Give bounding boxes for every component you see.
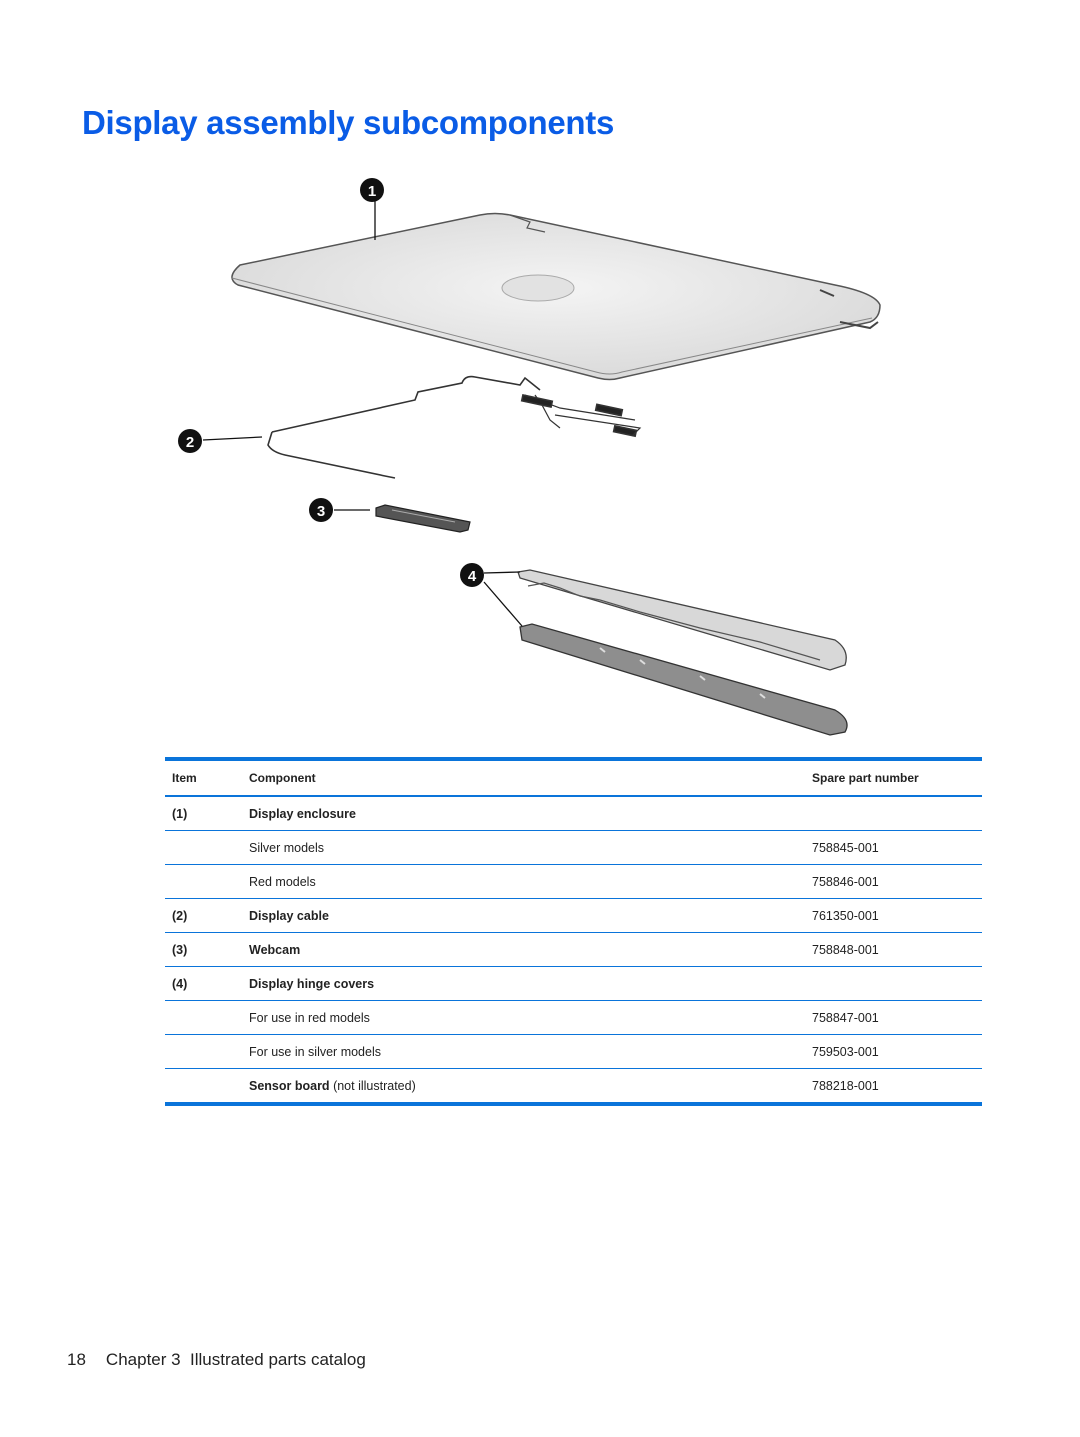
table-row: Red models 758846-001 — [165, 864, 982, 899]
cell-component: For use in red models — [249, 1000, 812, 1035]
cell-spare-part-number: 761350-001 — [812, 898, 982, 933]
cell-item — [165, 864, 249, 899]
table-row: (3)Webcam 758848-001 — [165, 932, 982, 967]
hinge-covers-drawing — [517, 569, 848, 736]
cell-item — [165, 1069, 249, 1105]
header-spare-part-number: Spare part number — [812, 759, 982, 797]
component-name: Display enclosure — [249, 806, 356, 821]
chapter-title: Chapter 3 Illustrated parts catalog — [105, 1350, 366, 1369]
exploded-view-illustration: 1 2 3 4 — [178, 178, 881, 736]
spare-parts-table: Item Component Spare part number (1)Disp… — [165, 757, 982, 1106]
table-row: For use in silver models 759503-001 — [165, 1034, 982, 1069]
cell-spare-part-number: 759503-001 — [812, 1034, 982, 1069]
cell-spare-part-number — [812, 796, 982, 831]
cell-component: Display hinge covers — [249, 966, 812, 1001]
cell-spare-part-number: 758848-001 — [812, 932, 982, 967]
cell-component: Display cable — [249, 898, 812, 933]
table-row: Sensor board (not illustrated)788218-001 — [165, 1069, 982, 1105]
component-name: Red models — [249, 874, 316, 889]
table-row: (1)Display enclosure — [165, 796, 982, 831]
header-item: Item — [165, 759, 249, 797]
cell-component: Display enclosure — [249, 796, 812, 831]
cell-component: Webcam — [249, 932, 812, 967]
page-footer: 18 Chapter 3 Illustrated parts catalog — [67, 1350, 366, 1370]
cell-component: Red models — [249, 864, 812, 899]
component-name: For use in red models — [249, 1010, 370, 1025]
cell-component: For use in silver models — [249, 1034, 812, 1069]
display-cable-drawing — [267, 375, 642, 479]
page-title: Display assembly subcomponents — [82, 104, 615, 141]
cell-item: (4) — [165, 966, 249, 1001]
component-name: Sensor board — [249, 1078, 330, 1093]
svg-text:3: 3 — [317, 503, 325, 520]
cell-spare-part-number: 758846-001 — [812, 864, 982, 899]
header-component: Component — [249, 759, 812, 797]
cell-item: (1) — [165, 796, 249, 831]
callout-1: 1 — [360, 178, 384, 240]
table-row: For use in red models 758847-001 — [165, 1000, 982, 1035]
page-number: 18 — [67, 1350, 86, 1369]
cell-spare-part-number: 788218-001 — [812, 1078, 879, 1093]
table-row: (2)Display cable 761350-001 — [165, 898, 982, 933]
component-name: For use in silver models — [249, 1044, 381, 1059]
cell-item: (2) — [165, 898, 249, 933]
component-note: (not illustrated) — [333, 1078, 416, 1093]
table-row: (4)Display hinge covers — [165, 966, 982, 1001]
cell-spare-part-number: 758847-001 — [812, 1000, 982, 1035]
component-name: Display cable — [249, 908, 329, 923]
callout-4: 4 — [460, 563, 523, 627]
svg-text:4: 4 — [468, 568, 477, 585]
table-row: Silver models 758845-001 — [165, 830, 982, 865]
cell-component: Silver models — [249, 830, 812, 865]
cell-item: (3) — [165, 932, 249, 967]
cell-item — [165, 830, 249, 865]
cell-spare-part-number — [812, 966, 982, 1001]
component-name: Display hinge covers — [249, 976, 375, 991]
component-name: Silver models — [249, 840, 325, 855]
cell-item — [165, 1034, 249, 1069]
cell-item — [165, 1000, 249, 1035]
cell-spare-part-number: 758845-001 — [812, 830, 982, 865]
component-name: Webcam — [249, 942, 301, 957]
svg-text:1: 1 — [368, 183, 376, 200]
callout-2: 2 — [178, 429, 263, 453]
cell-component: Sensor board (not illustrated) — [249, 1069, 812, 1105]
webcam-drawing — [375, 504, 471, 533]
callout-3: 3 — [309, 498, 370, 522]
table-header-row: Item Component Spare part number — [165, 759, 982, 797]
display-enclosure-drawing — [231, 212, 881, 381]
svg-text:2: 2 — [186, 434, 194, 451]
